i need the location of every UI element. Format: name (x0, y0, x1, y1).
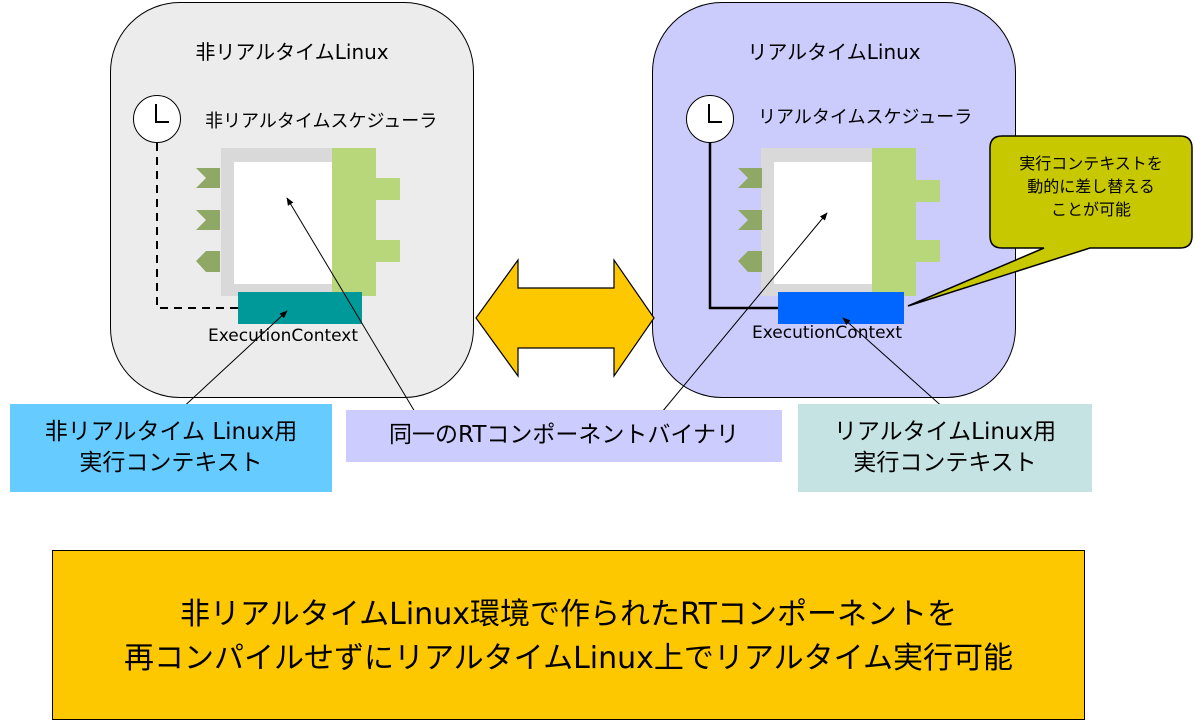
rt-component-output-side (872, 148, 916, 296)
same-binary-label: 同一のRTコンポーネントバイナリ (389, 422, 739, 449)
summary-box: 非リアルタイムLinux環境で作られたRTコンポーネントを 再コンパイルせずにリ… (52, 550, 1085, 720)
summary-line-2: 再コンパイルせずにリアルタイムLinux上でリアルタイム実行可能 (123, 640, 1014, 676)
realtime-ec-label: ExecutionContext (752, 323, 903, 343)
callout-text: 実行コンテキストを 動的に差し替える ことが可能 (990, 152, 1192, 222)
realtime-linux-title: リアルタイムLinux (747, 40, 921, 64)
nonrealtime-linux-title: 非リアルタイムLinux (195, 40, 389, 64)
nonrealtime-ec-label: ExecutionContext (208, 326, 359, 346)
callout-line-2: 動的に差し替える (1027, 177, 1155, 197)
pointer-binary-right (661, 212, 828, 413)
realtime-scheduler-label: リアルタイムスケジューラ (758, 107, 973, 128)
callout-bubble (907, 135, 1193, 307)
realtime-scheduler-connector (708, 143, 778, 310)
output-port (916, 240, 940, 262)
output-port (916, 180, 940, 202)
nonrealtime-scheduler-label: 非リアルタイムスケジューラ (205, 111, 438, 132)
realtime-execution-context-bar (778, 292, 904, 324)
callout-line-3: ことが可能 (1050, 200, 1131, 220)
output-port (376, 240, 400, 262)
realtime-ec-label-line-2: 実行コンテキスト (853, 450, 1037, 476)
pointer-nonrt-ec (177, 310, 288, 413)
nonrealtime-ec-label-box: 非リアルタイム Linux用 実行コンテキスト (10, 404, 332, 492)
output-port (376, 178, 400, 200)
nonrealtime-ec-label-line-1: 非リアルタイム Linux用 (44, 418, 298, 445)
input-ports-left (196, 168, 220, 272)
rt-component-core (774, 162, 872, 284)
clock-icon (133, 95, 181, 143)
nonrealtime-ec-label-line-2: 実行コンテキスト (79, 450, 263, 476)
clock-icon (686, 95, 734, 143)
exchange-double-arrow (475, 258, 655, 378)
pointer-rt-ec (842, 317, 947, 411)
realtime-ec-label-line-1: リアルタイムLinux用 (833, 418, 1057, 445)
same-binary-label-box: 同一のRTコンポーネントバイナリ (346, 410, 782, 462)
input-ports-right (738, 168, 762, 272)
pointer-binary-left (286, 197, 416, 413)
realtime-ec-label-box: リアルタイムLinux用 実行コンテキスト (798, 404, 1092, 492)
rt-component-output-side (332, 148, 376, 296)
callout-line-1: 実行コンテキストを (1019, 154, 1163, 173)
summary-line-1: 非リアルタイムLinux環境で作られたRTコンポーネントを (180, 597, 957, 632)
nonrealtime-execution-context-bar (238, 292, 362, 324)
nonrealtime-scheduler-connector (156, 143, 238, 309)
rt-component-core (234, 162, 332, 284)
